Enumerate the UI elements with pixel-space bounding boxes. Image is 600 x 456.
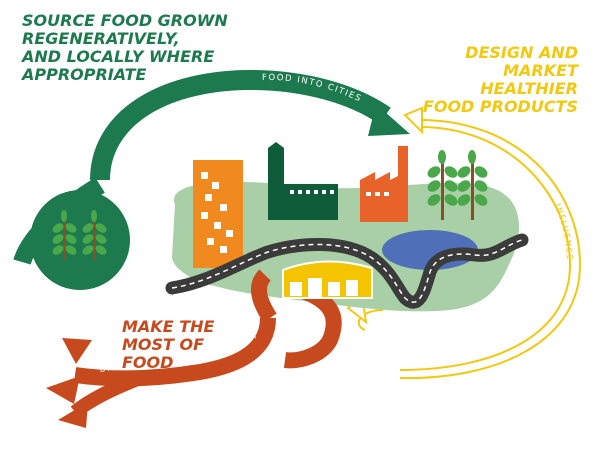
red-arrowhead-icon	[62, 338, 92, 364]
farm-circle	[30, 190, 130, 290]
heading-line: HEALTHIER	[480, 79, 578, 98]
green-arrowhead-icon	[368, 104, 410, 136]
by-products-arrow	[46, 269, 342, 428]
tree-icon	[82, 210, 107, 260]
road-icon	[165, 233, 529, 309]
factory-icon	[268, 142, 338, 220]
tree-icon	[427, 150, 458, 220]
heading-line: MAKE THE	[122, 317, 215, 336]
market-icon	[282, 260, 373, 299]
heading-line: REGENERATIVELY,	[22, 29, 180, 48]
heading-line: MARKET	[503, 61, 578, 80]
heading-make-most-of-food: MAKE THE MOST OF FOOD	[122, 318, 214, 372]
tree-icon	[52, 210, 77, 260]
factory-icon	[360, 146, 408, 222]
heading-line: FOOD	[122, 353, 174, 372]
heading-line: AND LOCALLY WHERE	[22, 47, 215, 66]
heading-line: FOOD PRODUCTS	[422, 97, 578, 116]
building-icon	[193, 160, 243, 268]
heading-line: MOST OF	[122, 335, 205, 354]
influence-label: INFLUENCE	[553, 202, 574, 261]
heading-line: SOURCE FOOD GROWN	[22, 11, 228, 30]
heading-source-food: SOURCE FOOD GROWN REGENERATIVELY, AND LO…	[22, 12, 228, 84]
heading-line: APPROPRIATE	[22, 65, 147, 84]
heading-design-products: DESIGN AND MARKET HEALTHIER FOOD PRODUCT…	[423, 44, 578, 116]
influence-arrowhead-top-icon	[403, 106, 423, 135]
red-arrowhead-icon	[58, 402, 88, 428]
red-arrowhead-icon	[46, 376, 80, 404]
tree-icon	[457, 150, 488, 220]
heading-line: DESIGN AND	[465, 43, 578, 62]
